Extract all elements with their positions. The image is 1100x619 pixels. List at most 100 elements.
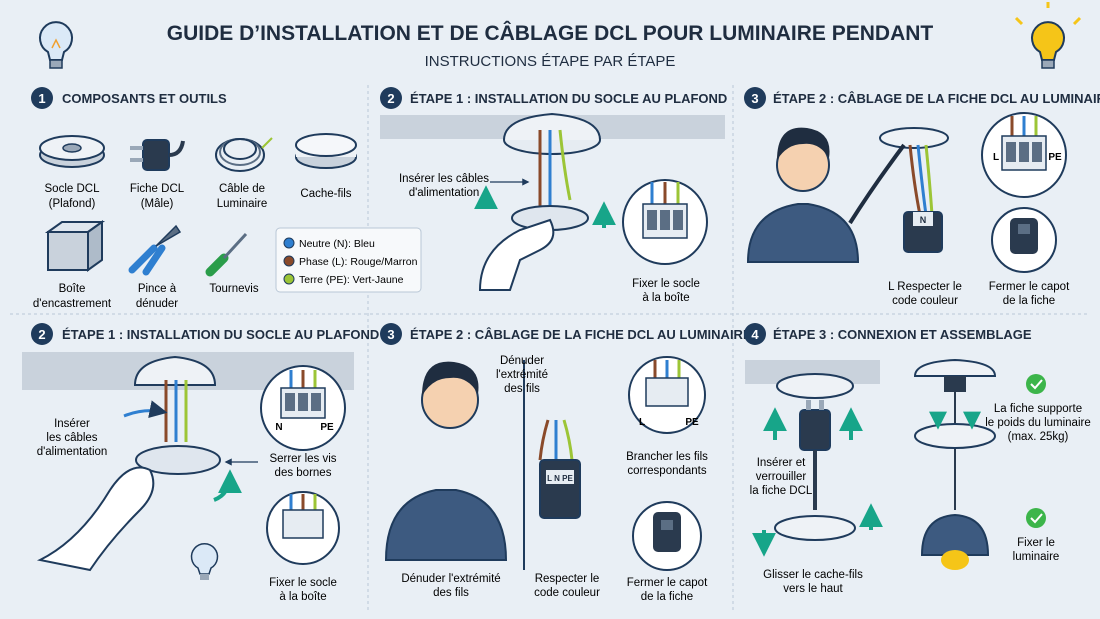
- color-legend: Neutre (N): Bleu Phase (L): Rouge/Marron…: [275, 227, 422, 293]
- p2-inserer-label: d'alimentation: [409, 187, 480, 199]
- pince-icon: [128, 224, 182, 276]
- wire-stripping-detail: L N PE: [523, 360, 581, 570]
- p4-inserer-label: d'alimentation: [37, 446, 108, 458]
- tournevis-label: Tournevis: [209, 283, 258, 295]
- header-bulb-left-icon: [39, 21, 73, 69]
- p6-inserer-label: verrouiller: [756, 471, 807, 483]
- panel-2-header: 2 ÉTAPE 1 : INSTALLATION DU SOCLE AU PLA…: [380, 87, 727, 109]
- bulb-icon: [190, 543, 219, 580]
- p5-denuder-bottom-label: Dénuder l'extrémité: [401, 573, 500, 585]
- terminal-detail-l-pe: L PE: [628, 356, 706, 434]
- svg-text:2: 2: [38, 327, 45, 342]
- fiche-label: (Mâle): [141, 198, 174, 210]
- terminal-detail-lpe: L PE: [981, 112, 1067, 198]
- p3-respecter-label: code couleur: [892, 295, 958, 307]
- panel-5-header: 3 ÉTAPE 2 : CÂBLAGE DE LA FICHE DCL AU L…: [380, 323, 752, 345]
- p3-fermer-label: de la fiche: [1003, 295, 1055, 307]
- svg-text:3: 3: [751, 91, 758, 106]
- panel-1-header: 1 COMPOSANTS ET OUTILS: [31, 87, 227, 109]
- svg-text:COMPOSANTS ET OUTILS: COMPOSANTS ET OUTILS: [62, 91, 227, 106]
- plug-closed-detail-2: [632, 501, 702, 571]
- svg-text:N: N: [920, 215, 927, 225]
- svg-text:L N PE: L N PE: [547, 474, 573, 483]
- cable-luminaire-icon: [215, 137, 273, 172]
- panel-6-header: 4 ÉTAPE 3 : CONNEXION ET ASSEMBLAGE: [744, 323, 1032, 345]
- svg-text:3: 3: [387, 327, 394, 342]
- p5-denuder-top-label: des fils: [504, 383, 540, 395]
- p3-fermer-label: Fermer le capot: [989, 281, 1070, 293]
- cache-label: Cache-fils: [300, 188, 351, 200]
- svg-text:ÉTAPE 3 : CONNEXION ET ASSEMBL: ÉTAPE 3 : CONNEXION ET ASSEMBLAGE: [773, 327, 1032, 342]
- person-wiring-illustration: [746, 127, 860, 263]
- page-title: GUIDE D’INSTALLATION ET DE CÂBLAGE DCL P…: [167, 21, 934, 45]
- svg-text:L: L: [993, 152, 999, 163]
- svg-text:ÉTAPE 2 : CÂBLAGE DE LA FICHE: ÉTAPE 2 : CÂBLAGE DE LA FICHE DCL AU LUM…: [773, 91, 1100, 106]
- svg-text:4: 4: [751, 327, 759, 342]
- svg-text:PE: PE: [685, 417, 699, 428]
- page-subtitle: INSTRUCTIONS ÉTAPE PAR ÉTAPE: [425, 53, 676, 70]
- ceiling-socle-illustration: [380, 112, 725, 291]
- svg-text:PE: PE: [320, 422, 334, 433]
- boite-label: Boîte: [59, 283, 86, 295]
- socle-label: (Plafond): [49, 198, 96, 210]
- p5-fermer-label: Fermer le capot: [627, 577, 708, 589]
- p5-brancher-label: correspondants: [627, 465, 707, 477]
- p5-denuder-bottom-label: des fils: [433, 587, 469, 599]
- svg-text:ÉTAPE 2 : CÂBLAGE DE LA FICHE: ÉTAPE 2 : CÂBLAGE DE LA FICHE DCL AU LUM…: [410, 327, 752, 342]
- svg-text:N: N: [275, 422, 282, 433]
- p4-fixer-label: Fixer le socle: [269, 577, 337, 589]
- panel-4-header: 2 ÉTAPE 1 : INSTALLATION DU SOCLE AU PLA…: [31, 323, 379, 345]
- legend-terre: Terre (PE): Vert-Jaune: [299, 274, 404, 286]
- p4-inserer-label: les câbles: [46, 432, 97, 444]
- p4-inserer-label: Insérer: [54, 418, 90, 430]
- legend-phase: Phase (L): Rouge/Marron: [299, 256, 418, 268]
- svg-text:2: 2: [387, 91, 394, 106]
- p6-inserer-label: Insérer et: [757, 457, 806, 469]
- p2-inserer-label: Insérer les câbles: [399, 173, 489, 185]
- p6-fixer-label: luminaire: [1013, 551, 1060, 563]
- p5-respecter-label: Respecter le: [535, 573, 600, 585]
- pendant-luminaire-illustration: [913, 358, 997, 570]
- boite-encastrement-icon: [44, 220, 106, 272]
- boite-label: d'encastrement: [33, 298, 112, 310]
- assembly-left-illustration: [745, 360, 880, 541]
- p5-denuder-top-label: l'extrémité: [496, 369, 548, 381]
- cache-fils-icon: [295, 133, 357, 169]
- p6-supporte-label: (max. 25kg): [1008, 431, 1069, 443]
- p5-fermer-label: de la fiche: [641, 591, 693, 603]
- dcl-plug-wiring-illustration: N: [848, 127, 949, 253]
- p4-serrer-label: Serrer les vis: [269, 453, 336, 465]
- svg-text:1: 1: [38, 91, 45, 106]
- p6-fixer-label: Fixer le: [1017, 537, 1055, 549]
- pince-label: Pince à: [138, 283, 177, 295]
- person-stripping-illustration: [384, 361, 508, 561]
- header-bulb-right-icon: [1014, 2, 1082, 69]
- terminal-detail-fixed: [266, 491, 340, 565]
- legend-neutre: Neutre (N): Bleu: [299, 238, 375, 250]
- pince-label: dénuder: [136, 298, 178, 310]
- cable-label: Câble de: [219, 183, 265, 195]
- cable-label: Luminaire: [217, 198, 268, 210]
- p5-respecter-label: code couleur: [534, 587, 600, 599]
- p6-supporte-label: La fiche supporte: [994, 403, 1082, 415]
- curved-arrow-icon: [123, 400, 168, 419]
- p2-fixer-label: Fixer le socle: [632, 278, 700, 290]
- panel-3-header: 3 ÉTAPE 2 : CÂBLAGE DE LA FICHE DCL AU L…: [744, 87, 1100, 109]
- fiche-dcl-icon: [130, 139, 185, 171]
- plug-closed-detail: [991, 207, 1057, 273]
- p6-supporte-label: le poids du luminaire: [985, 417, 1090, 429]
- check-icon: [1026, 374, 1046, 394]
- socle-dcl-icon: [39, 135, 105, 168]
- svg-text:ÉTAPE 1 : INSTALLATION DU SOCL: ÉTAPE 1 : INSTALLATION DU SOCLE AU PLAFO…: [62, 327, 379, 342]
- p6-inserer-label: la fiche DCL: [750, 485, 813, 497]
- check-icon: [1026, 508, 1046, 528]
- svg-text:ÉTAPE 1 : INSTALLATION DU SOCL: ÉTAPE 1 : INSTALLATION DU SOCLE AU PLAFO…: [410, 91, 727, 106]
- terminal-block-detail: [622, 179, 708, 265]
- up-arrow-icon: [213, 469, 242, 502]
- terminal-detail-n-pe: N PE: [260, 365, 346, 451]
- p3-respecter-label: L Respecter le: [888, 281, 962, 293]
- fiche-label: Fiche DCL: [130, 183, 185, 195]
- svg-text:L: L: [639, 417, 645, 428]
